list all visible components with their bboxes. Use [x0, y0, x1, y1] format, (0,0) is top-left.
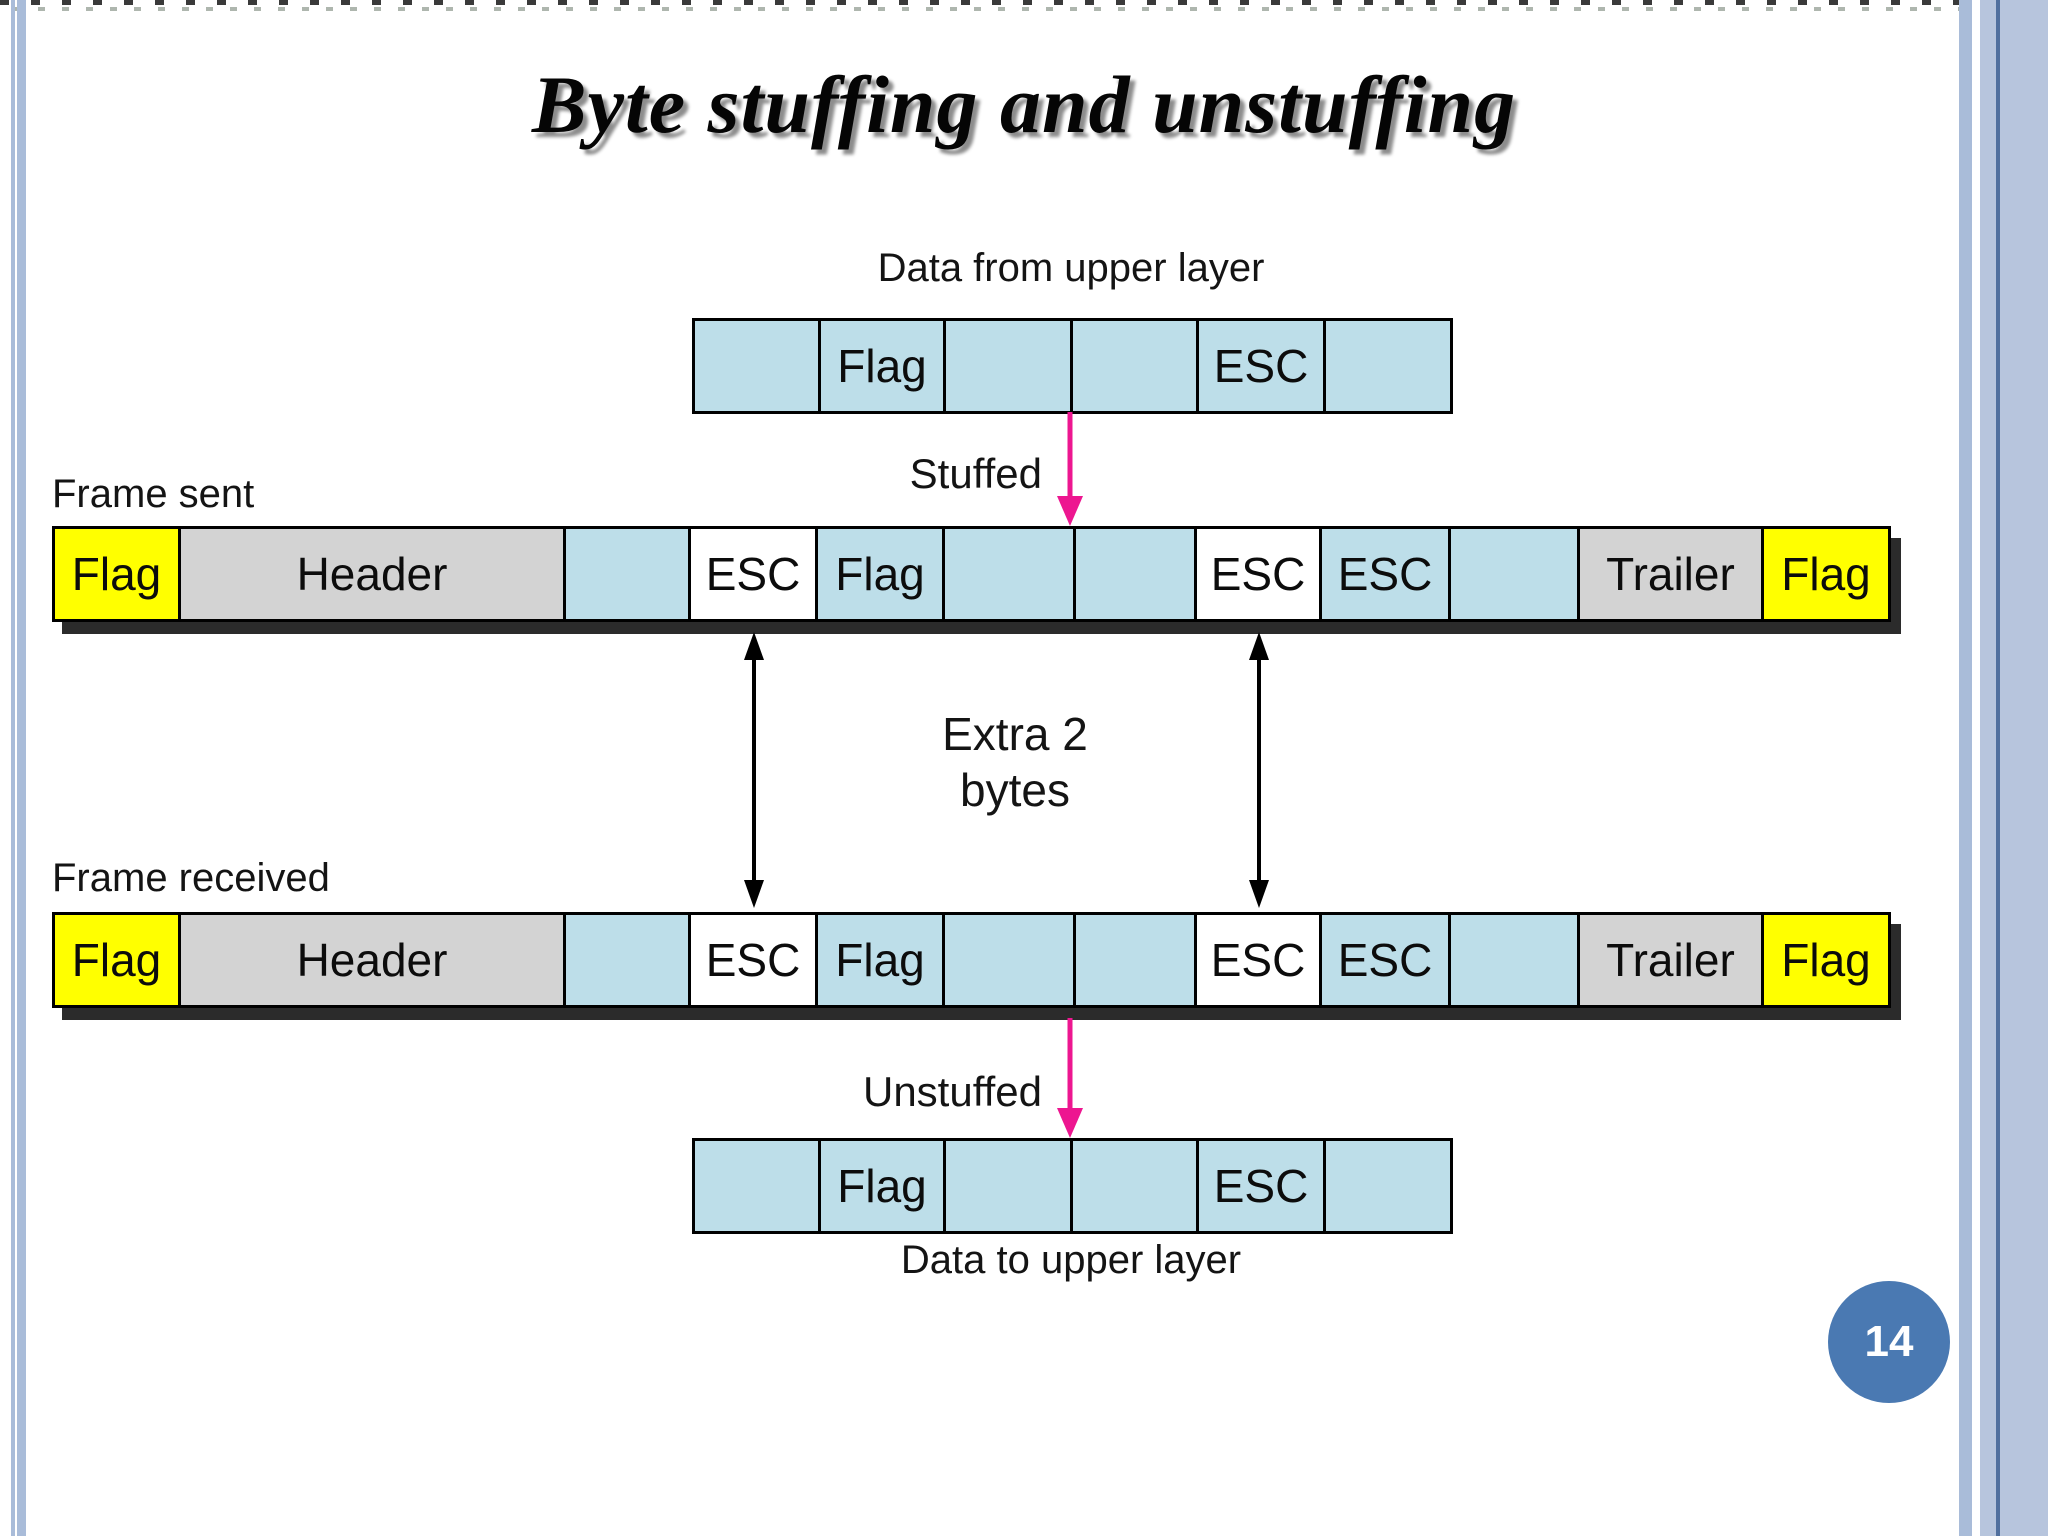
byte-cell-flag: Flag: [1764, 529, 1888, 619]
stuffed-arrowhead-icon: [1057, 496, 1083, 526]
byte-cell-header: Header: [181, 529, 563, 619]
right-border-inner-line: [1996, 0, 2000, 1536]
label-data-from-upper-layer: Data from upper layer: [877, 246, 1265, 290]
row-data-from-upper-layer: Flag ESC: [692, 318, 1453, 414]
byte-cell-esc: ESC: [691, 529, 815, 619]
byte-cell-esc: ESC: [1322, 915, 1448, 1005]
byte-cell-flag: Flag: [818, 529, 942, 619]
byte-cell-flag: Flag: [818, 915, 942, 1005]
byte-cell-esc: ESC: [1199, 321, 1323, 411]
byte-cell-flag: Flag: [55, 529, 178, 619]
byte-cell-header: Header: [181, 915, 563, 1005]
byte-cell-flag: Flag: [821, 321, 943, 411]
extra-byte-right-double-arrow: [1247, 632, 1271, 908]
byte-cell-esc: ESC: [691, 915, 815, 1005]
down-arrowhead-icon: [744, 880, 764, 908]
unstuffed-arrow: [1056, 1018, 1084, 1138]
stuffed-arrow-line: [1067, 412, 1073, 506]
byte-cell-empty: [1326, 1141, 1450, 1231]
byte-cell-flag: Flag: [821, 1141, 943, 1231]
double-arrow-line: [1257, 640, 1261, 900]
stuffed-arrow: [1056, 412, 1084, 526]
label-extra-line1: Extra 2: [942, 708, 1088, 760]
byte-cell-empty: [1451, 529, 1577, 619]
byte-cell-esc: ESC: [1199, 1141, 1323, 1231]
unstuffed-arrowhead-icon: [1057, 1108, 1083, 1138]
label-extra-line2: bytes: [960, 764, 1070, 816]
byte-cell-empty: [695, 321, 818, 411]
extra-byte-left-double-arrow: [742, 632, 766, 908]
byte-cell-esc: ESC: [1197, 529, 1319, 619]
right-border-band: [1980, 0, 2048, 1536]
left-border-band: [17, 0, 26, 1536]
label-unstuffed: Unstuffed: [862, 1068, 1042, 1115]
left-border-line: [11, 0, 15, 1536]
double-arrow-line: [752, 640, 756, 900]
page-number: 14: [1864, 1317, 1914, 1366]
byte-cell-empty: [1076, 915, 1194, 1005]
label-data-to-upper-layer: Data to upper layer: [900, 1238, 1242, 1282]
byte-cell-empty: [1076, 529, 1194, 619]
byte-cell-empty: [946, 321, 1070, 411]
top-edge-pattern: [0, 0, 2048, 12]
byte-cell-empty: [566, 915, 688, 1005]
down-arrowhead-icon: [1249, 880, 1269, 908]
byte-cell-empty: [945, 529, 1073, 619]
label-frame-received: Frame received: [52, 856, 330, 900]
byte-cell-flag: Flag: [1764, 915, 1888, 1005]
byte-cell-esc: ESC: [1197, 915, 1319, 1005]
byte-cell-empty: [1073, 321, 1196, 411]
slide-title: Byte stuffing and unstuffing: [531, 59, 1517, 150]
label-extra-2-bytes: Extra 2 bytes: [890, 706, 1140, 818]
byte-cell-trailer: Trailer: [1580, 529, 1761, 619]
page-number-badge: 14: [1828, 1281, 1950, 1403]
unstuffed-arrow-line: [1067, 1018, 1073, 1118]
byte-cell-empty: [1326, 321, 1450, 411]
label-stuffed: Stuffed: [909, 450, 1042, 497]
byte-cell-esc: ESC: [1322, 529, 1448, 619]
right-border-line: [1959, 0, 1972, 1536]
byte-cell-empty: [566, 529, 688, 619]
byte-cell-trailer: Trailer: [1580, 915, 1761, 1005]
label-frame-sent: Frame sent: [52, 472, 255, 516]
byte-cell-empty: [1451, 915, 1577, 1005]
byte-cell-empty: [1073, 1141, 1196, 1231]
row-data-to-upper-layer: Flag ESC: [692, 1138, 1453, 1234]
byte-cell-flag: Flag: [55, 915, 178, 1005]
byte-cell-empty: [945, 915, 1073, 1005]
byte-cell-empty: [695, 1141, 818, 1231]
byte-cell-empty: [946, 1141, 1070, 1231]
